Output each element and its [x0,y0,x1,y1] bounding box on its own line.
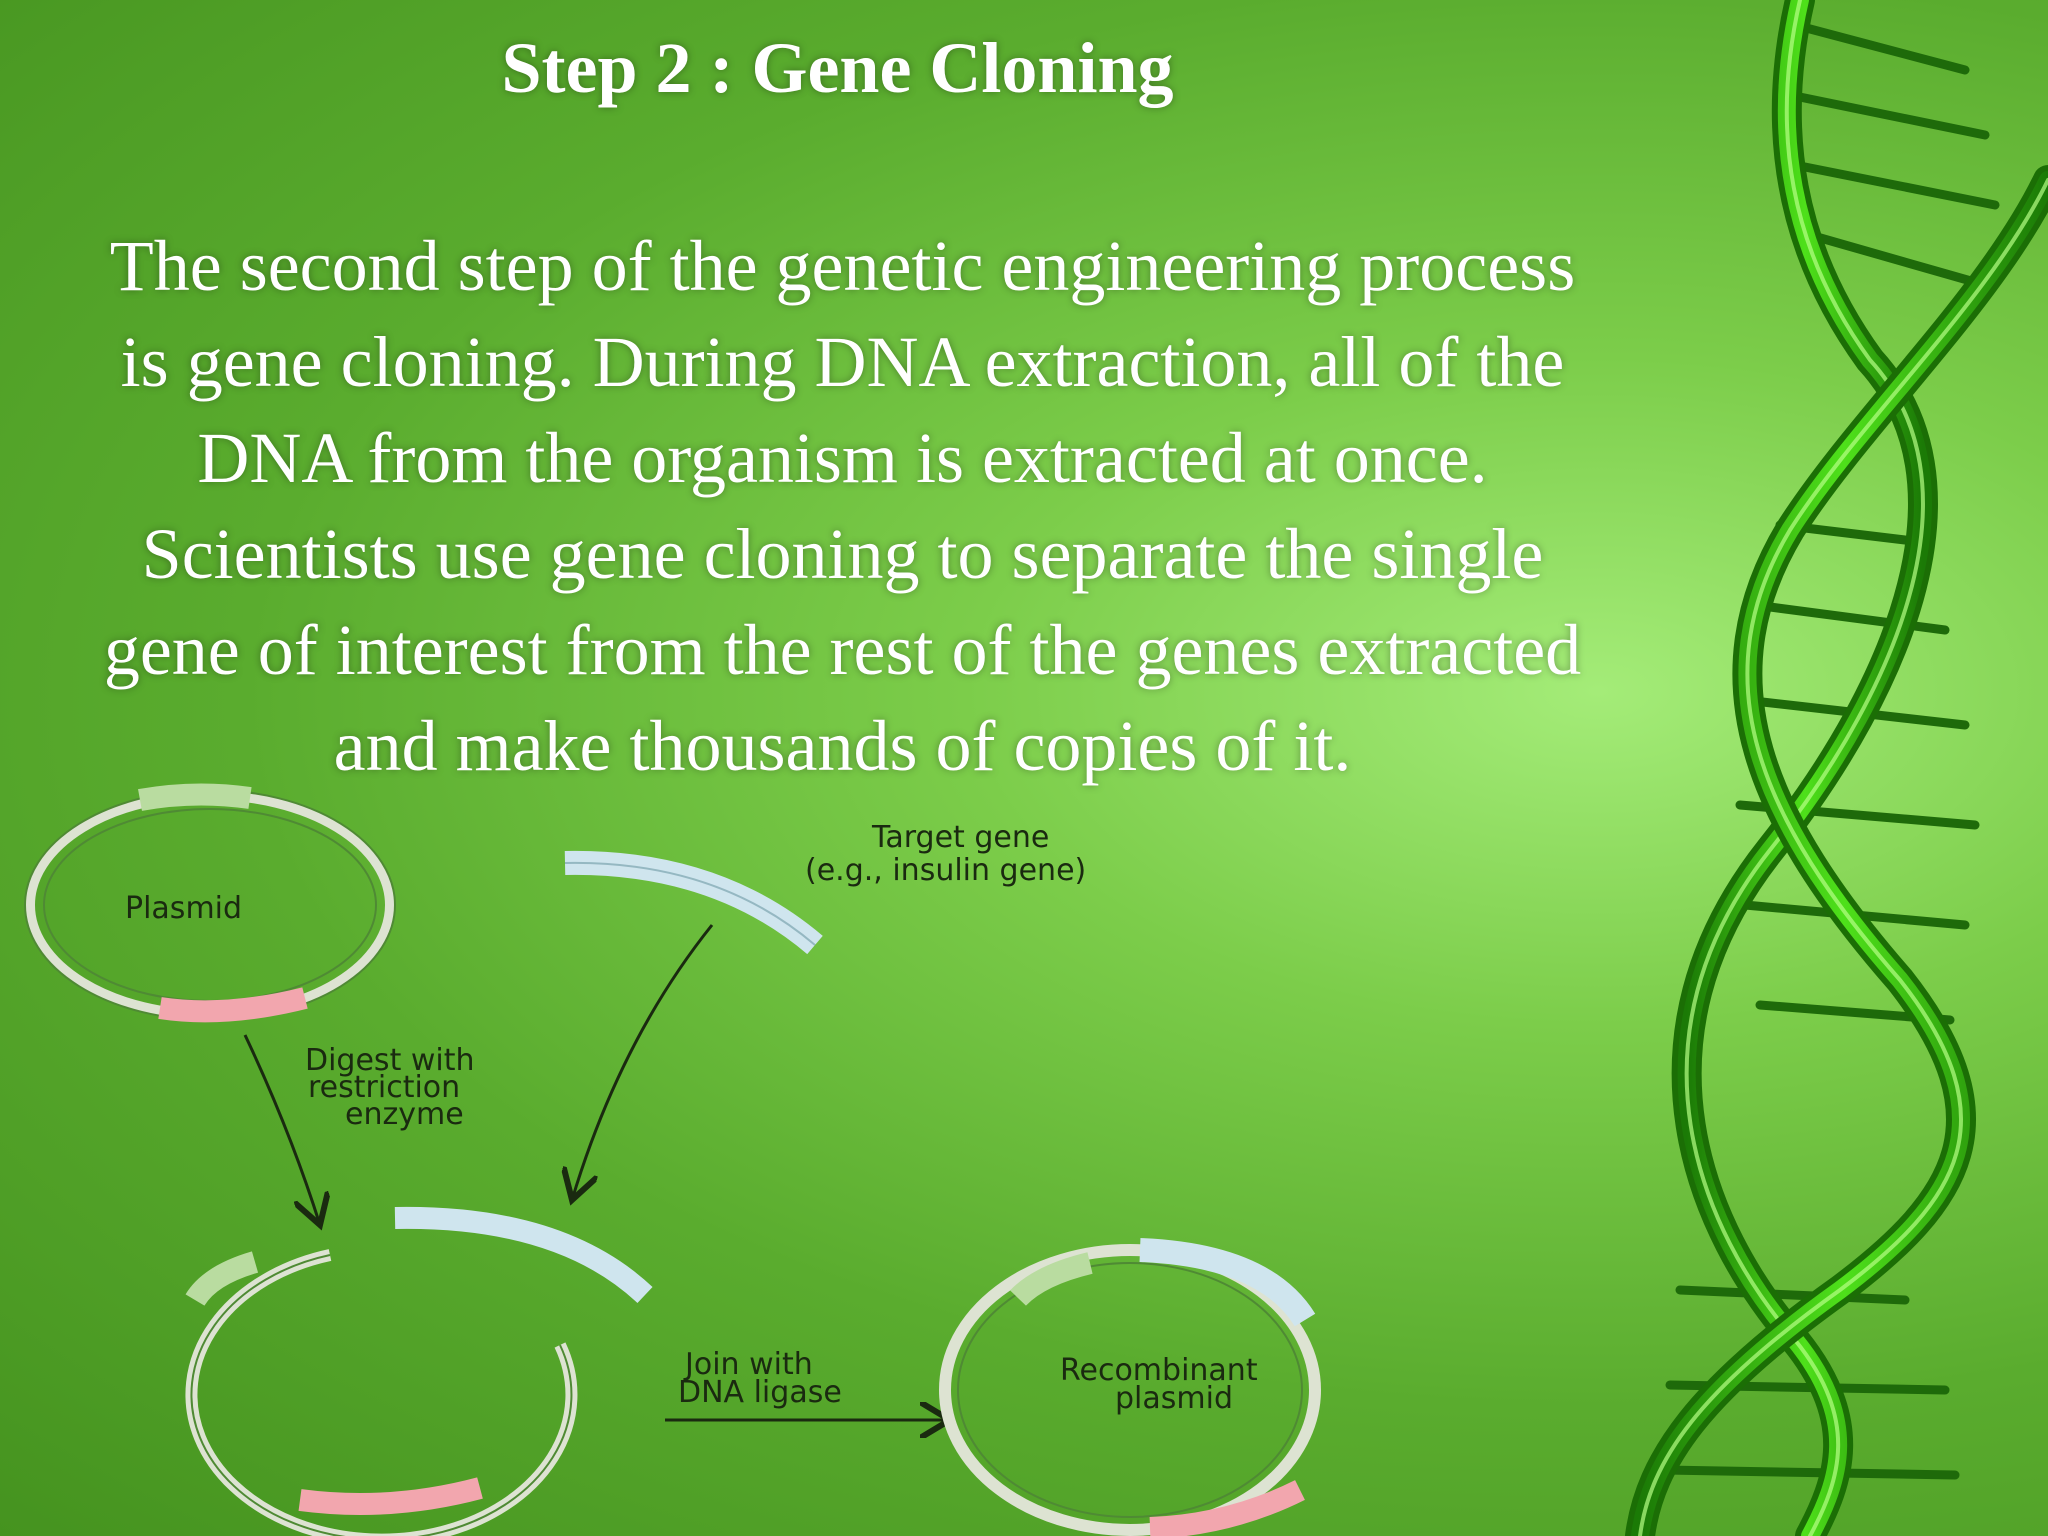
recombinant-pink-marker [1149,1480,1305,1536]
plasmid-circle [24,783,396,1023]
plasmid-green-marker [138,783,252,811]
cut-plasmid-green-marker [185,1251,259,1307]
cut-plasmid [185,1249,578,1536]
digest-label-line1: Digest with [305,1043,475,1078]
digest-arrow-right [572,924,714,1200]
recombinant-plasmid-circle [939,1238,1321,1536]
body-line: DNA from the organism is extracted at on… [197,418,1488,498]
slide-title: Step 2 : Gene Cloning [501,28,1174,108]
cut-plasmid-pink-marker [298,1477,483,1515]
digest-label-line2: restriction [308,1070,460,1105]
body-line: and make thousands of copies of it. [333,706,1352,786]
plasmid-label: Plasmid [125,891,242,926]
recombinant-blue-gene [1139,1238,1316,1327]
target-gene-label-line2: (e.g., insulin gene) [805,853,1086,888]
dna-strands [1625,0,2048,1536]
join-label-line2: DNA ligase [678,1375,842,1410]
slide-body-text: The second step of the genetic engineeri… [10,218,1675,794]
digest-arrow-left [243,1034,320,1225]
recombinant-label-line1: Recombinant [1060,1353,1258,1388]
body-line: is gene cloning. During DNA extraction, … [120,322,1565,402]
join-label-line1: Join with [683,1347,813,1382]
recombinant-green-marker [1010,1252,1093,1306]
body-line: The second step of the genetic engineeri… [109,226,1576,306]
body-line: gene of interest from the rest of the ge… [103,610,1582,690]
target-gene-fragment [564,850,823,955]
cut-target-gene-fragment [394,1206,653,1304]
recombinant-label-line2: plasmid [1115,1381,1233,1416]
plasmid-pink-marker [158,987,308,1023]
digest-label-line3: enzyme [345,1097,464,1132]
body-line: Scientists use gene cloning to separate … [141,514,1544,594]
target-gene-label-line1: Target gene [871,820,1049,855]
